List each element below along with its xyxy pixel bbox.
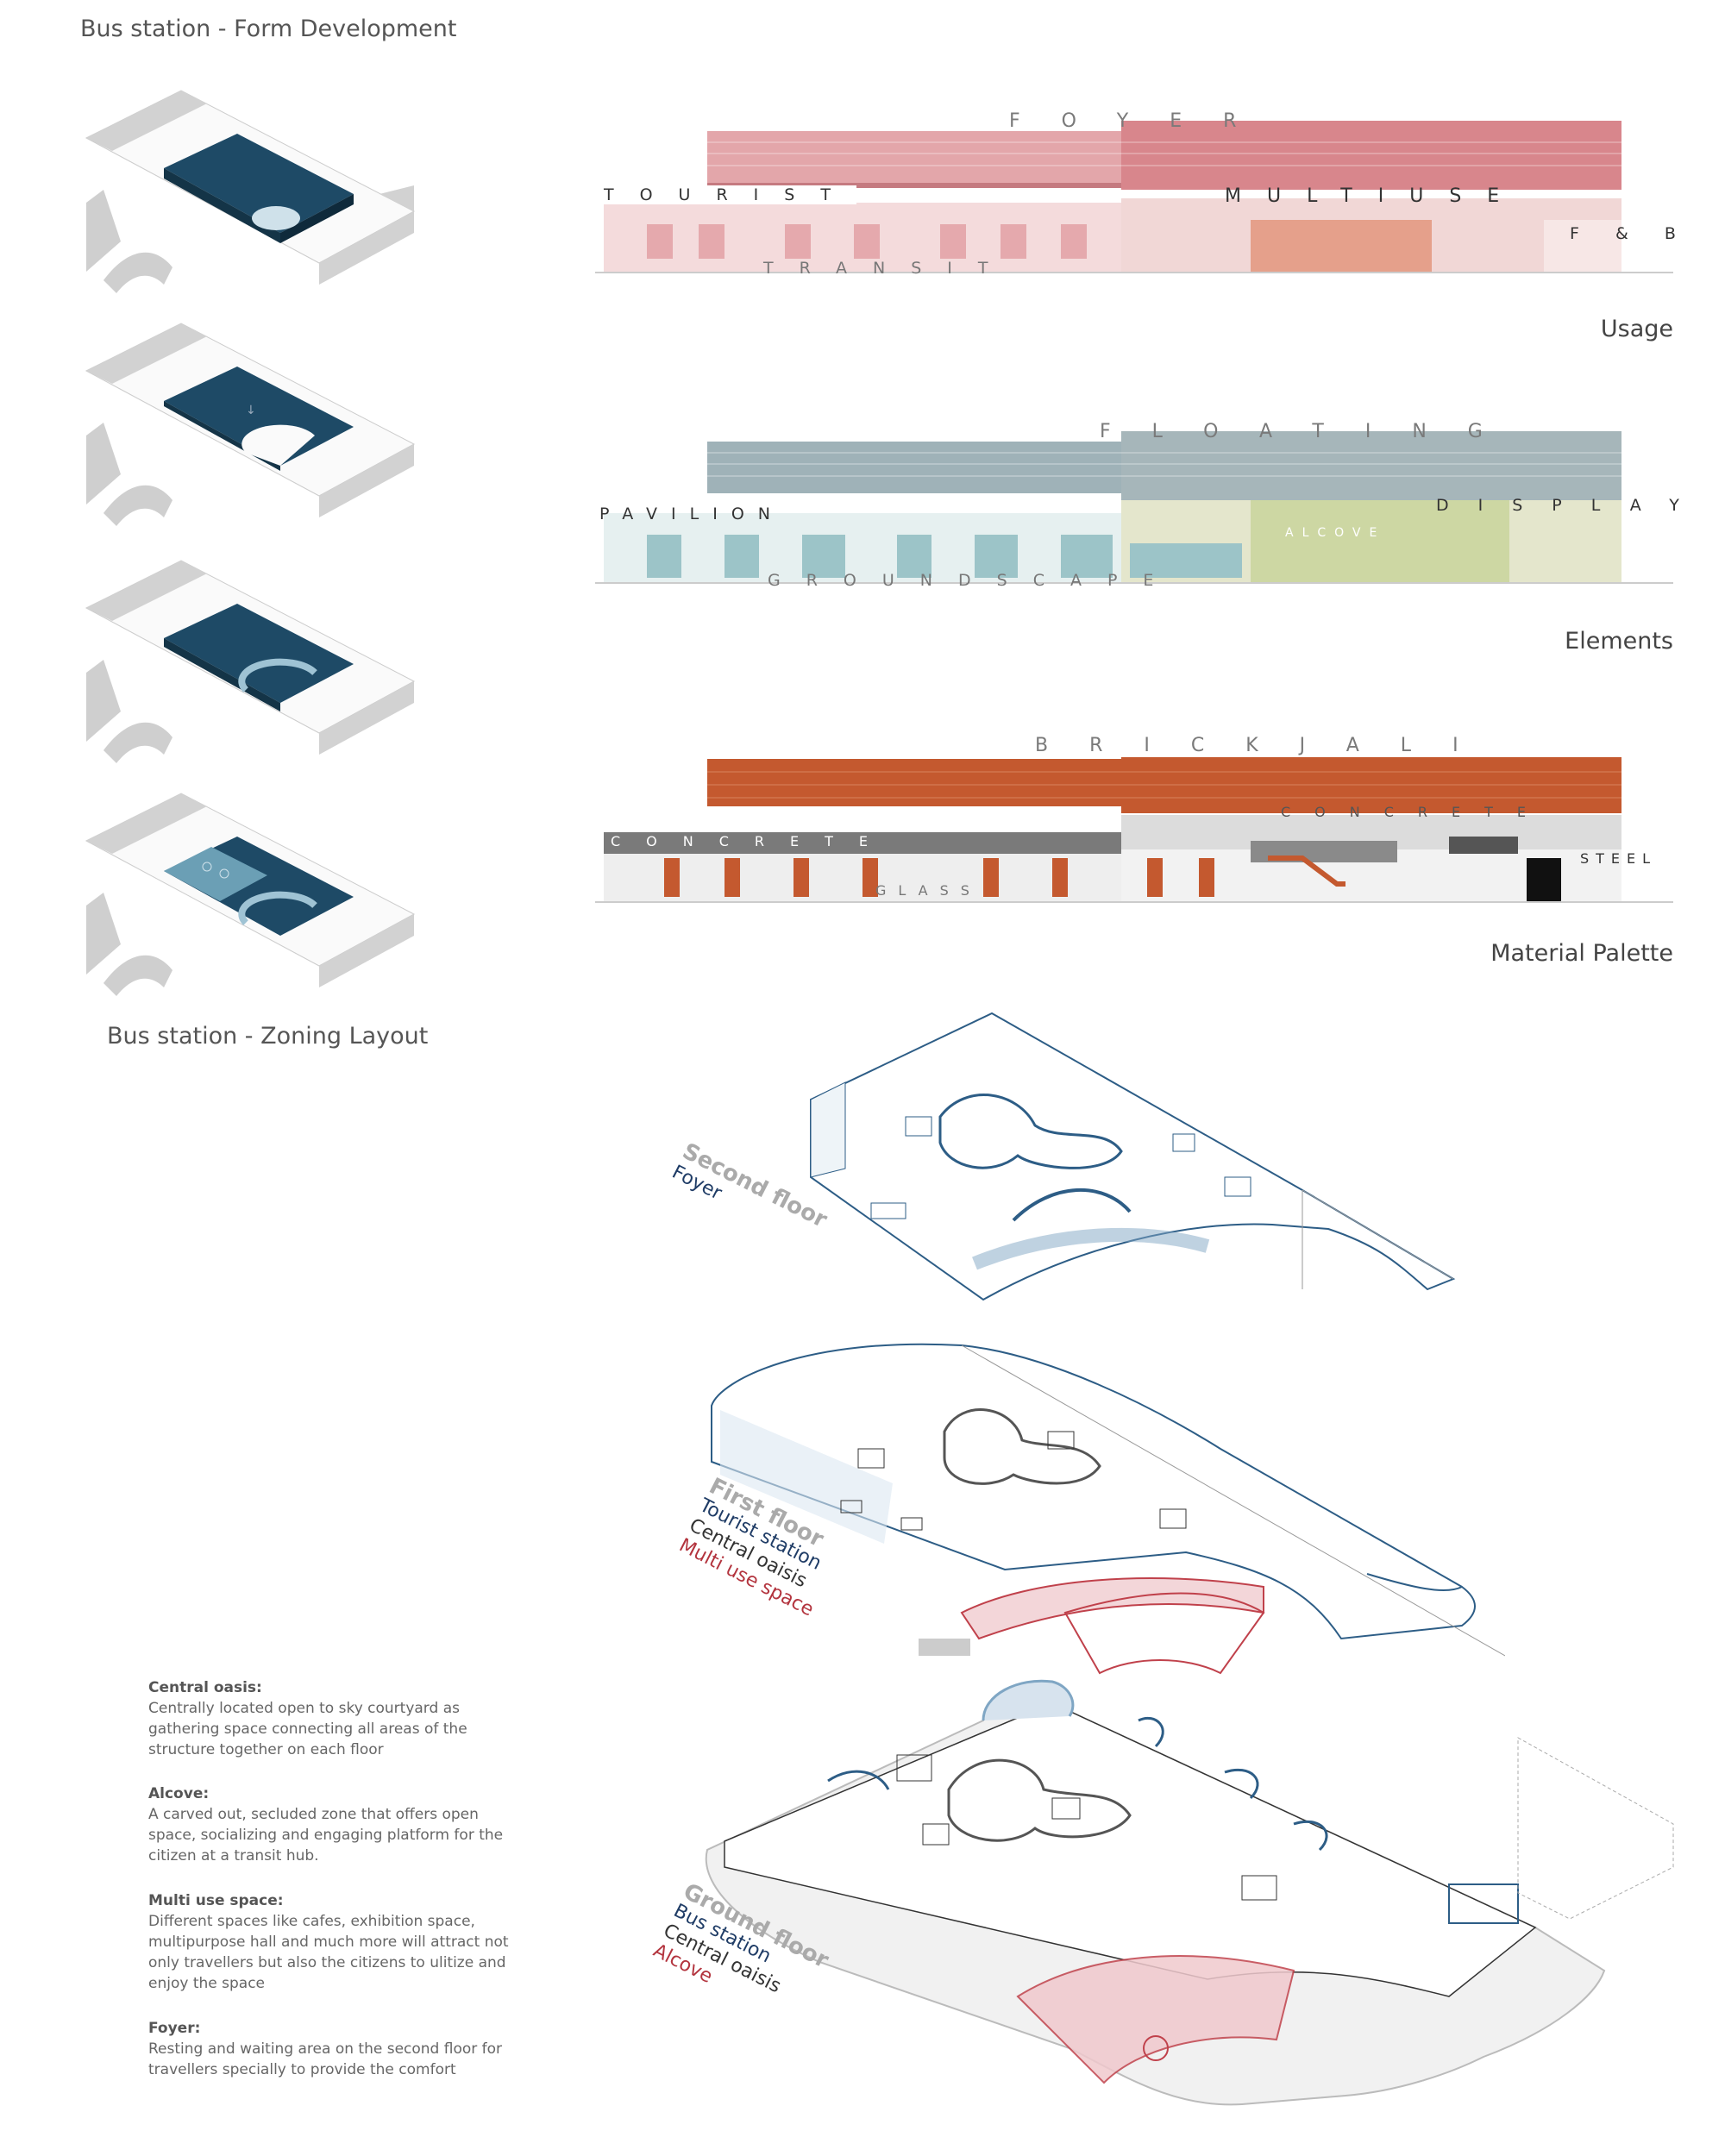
- elements-caption: Elements: [1565, 628, 1673, 655]
- form-step-1: [69, 82, 431, 298]
- note-multi-use-title: Multi use space:: [148, 1892, 284, 1909]
- first-floor-plan: [703, 1328, 1506, 1708]
- note-central-oasis-title: Central oasis:: [148, 1679, 262, 1696]
- note-alcove: Alcove: A carved out, secluded zone that…: [148, 1783, 511, 1866]
- elements-label-left: PAVILION: [599, 505, 784, 523]
- usage-label-top: FOYER: [1009, 110, 1278, 132]
- form-step-2: ↓: [69, 315, 431, 530]
- form-development-heading: Bus station - Form Development: [80, 16, 457, 42]
- material-section-drawing: [595, 733, 1673, 914]
- note-central-oasis-text: Centrally located open to sky courtyard …: [148, 1700, 467, 1758]
- material-label-right: CONCRETE: [1281, 804, 1551, 820]
- usage-label-far-right: F & B: [1570, 224, 1691, 243]
- note-central-oasis: Central oasis: Centrally located open to…: [148, 1677, 511, 1760]
- usage-section-drawing: [595, 103, 1673, 285]
- material-label-left: CONCRETE: [611, 833, 894, 849]
- second-floor-plan: [776, 1005, 1466, 1332]
- elements-label-top: FLOATING: [1100, 421, 1524, 442]
- note-multi-use-text: Different spaces like cafes, exhibition …: [148, 1913, 509, 1992]
- svg-text:↓: ↓: [246, 404, 256, 417]
- form-step-4: [69, 785, 431, 1000]
- usage-label-bottom: TRANSIT: [763, 259, 1014, 278]
- note-foyer-text: Resting and waiting area on the second f…: [148, 2040, 503, 2078]
- ground-floor-plan: [690, 1669, 1690, 2122]
- elements-label-middle: ALCOVE: [1285, 526, 1386, 540]
- material-caption: Material Palette: [1490, 940, 1673, 967]
- note-foyer-title: Foyer:: [148, 2020, 201, 2037]
- usage-label-right: MULTIUSE: [1225, 185, 1526, 207]
- note-foyer: Foyer: Resting and waiting area on the s…: [148, 2018, 511, 2080]
- usage-caption: Usage: [1600, 316, 1673, 342]
- elements-section-drawing: [595, 414, 1673, 595]
- zoning-layout-heading: Bus station - Zoning Layout: [107, 1023, 429, 1050]
- elements-label-bottom: GROUNDSCAPE: [768, 571, 1180, 590]
- material-label-far-right: STEEL: [1580, 850, 1658, 867]
- usage-label-left: TOURIST: [604, 185, 856, 204]
- form-step-3: [69, 552, 431, 768]
- material-label-top: BRICKJALI: [1035, 735, 1500, 756]
- note-alcove-title: Alcove:: [148, 1785, 210, 1802]
- material-label-bottom: GLASS: [875, 882, 982, 899]
- note-alcove-text: A carved out, secluded zone that offers …: [148, 1806, 504, 1865]
- note-multi-use: Multi use space: Different spaces like c…: [148, 1890, 511, 1994]
- elements-label-right: DISPLAY: [1436, 496, 1709, 515]
